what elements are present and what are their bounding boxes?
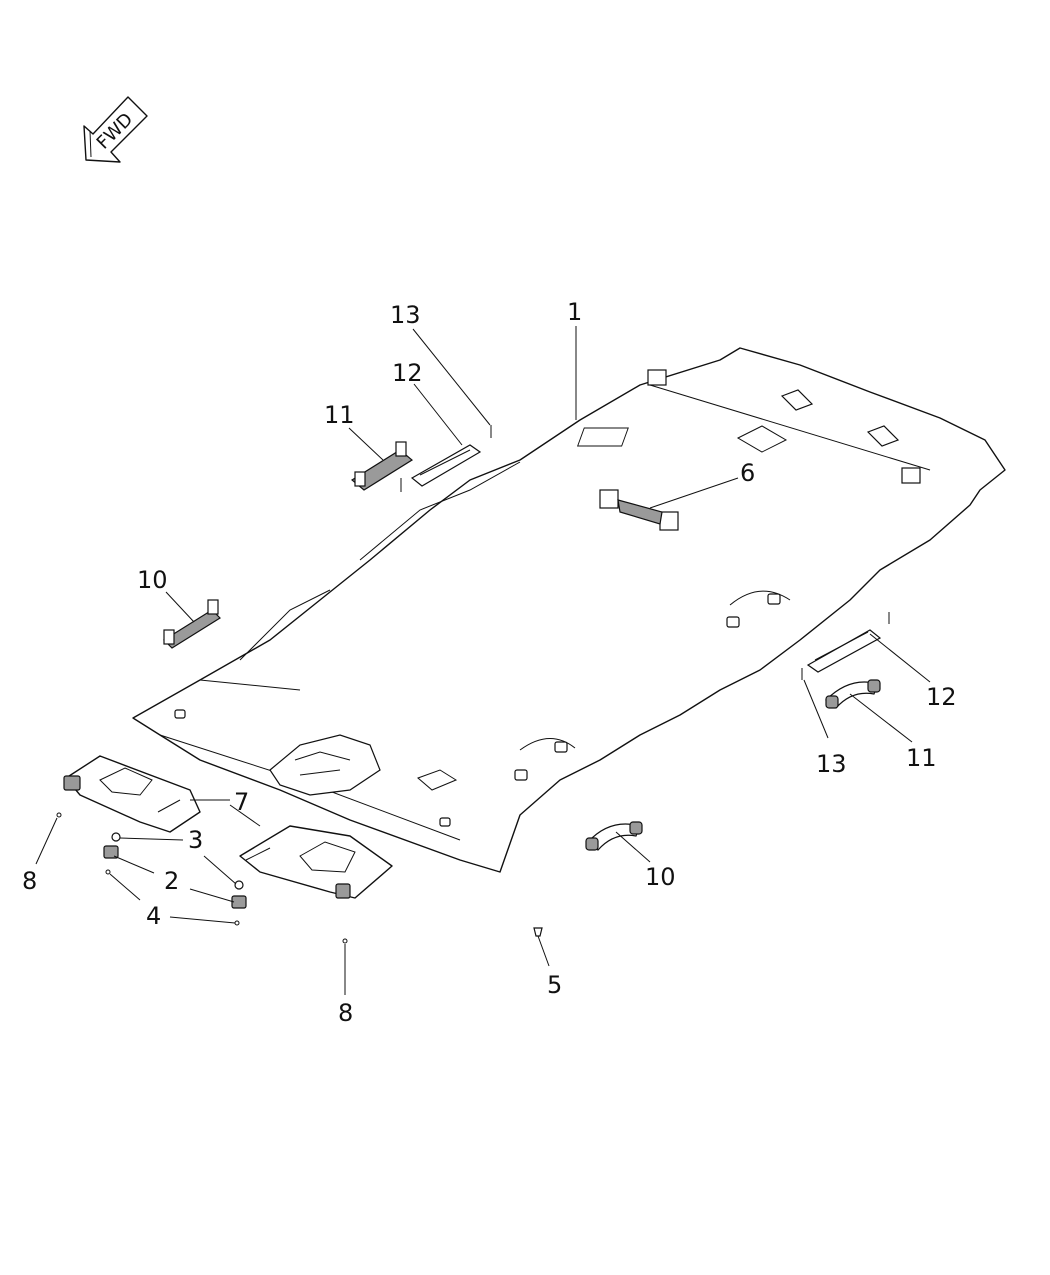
sun-visor-left bbox=[63, 755, 201, 833]
callout-12-top: 12 bbox=[392, 359, 423, 387]
grab-handle-right bbox=[825, 679, 881, 709]
sun-visor-right bbox=[239, 825, 393, 899]
screw-icon bbox=[400, 425, 890, 680]
callout-12-right: 12 bbox=[926, 683, 957, 711]
callout-2: 2 bbox=[164, 867, 179, 895]
callout-1: 1 bbox=[567, 298, 582, 326]
callout-labels: 1 13 12 11 6 10 12 11 13 10 7 3 2 4 8 8 … bbox=[22, 298, 957, 1027]
reinforcement-front bbox=[410, 444, 482, 487]
clip-icon bbox=[111, 832, 244, 890]
callout-8-left: 8 bbox=[22, 867, 37, 895]
callout-6: 6 bbox=[740, 459, 755, 487]
callout-10-left: 10 bbox=[137, 566, 168, 594]
callout-7: 7 bbox=[234, 788, 249, 816]
leader-lines bbox=[35, 326, 931, 995]
grab-handle-bracket-front bbox=[350, 441, 414, 491]
plug-icon bbox=[533, 927, 543, 937]
callout-11-top: 11 bbox=[324, 401, 355, 429]
callout-13-right: 13 bbox=[816, 750, 847, 778]
callout-4: 4 bbox=[146, 902, 161, 930]
visor-clip-icon bbox=[103, 845, 247, 909]
callout-5: 5 bbox=[547, 971, 562, 999]
reinforcement-rear bbox=[806, 629, 882, 673]
callout-13-top: 13 bbox=[390, 301, 421, 329]
callout-10-right: 10 bbox=[645, 863, 676, 891]
grab-handle-front-right bbox=[585, 821, 643, 851]
callout-3: 3 bbox=[188, 826, 203, 854]
overhead-bracket bbox=[599, 489, 679, 531]
headliner-panel bbox=[132, 347, 1006, 873]
callout-8-bottom: 8 bbox=[338, 999, 353, 1027]
fwd-arrow-icon: FWD bbox=[83, 96, 148, 163]
callout-11-right: 11 bbox=[906, 744, 937, 772]
grab-handle-rear-left bbox=[163, 599, 221, 649]
